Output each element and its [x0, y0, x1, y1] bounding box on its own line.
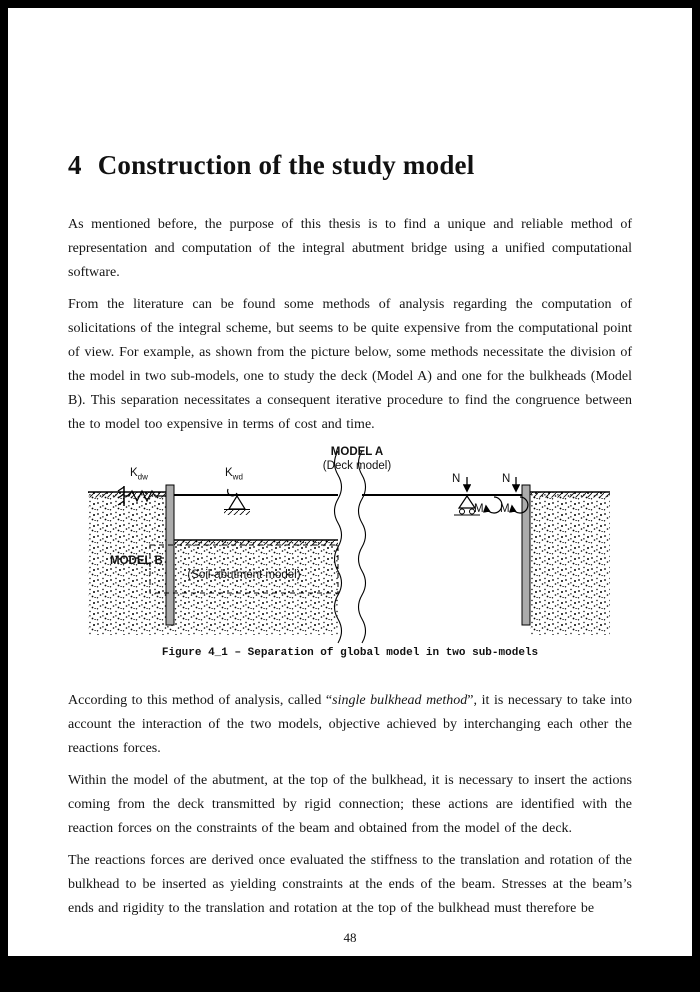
soil-abutment-model-label: (Soil-abutment model) — [187, 569, 301, 581]
n-left-label: N — [452, 473, 461, 485]
kwd-label: Kwd — [225, 467, 243, 482]
m-left-label: M — [474, 503, 484, 515]
figure: MODEL A (Deck model) Kdw Kwd N N M M MOD… — [70, 445, 630, 645]
page-number: 48 — [343, 930, 357, 945]
deck-model-label: (Deck model) — [322, 460, 392, 472]
abutment-wall-left — [165, 484, 175, 626]
paragraph-4: Within the model of the abutment, at the… — [68, 773, 632, 836]
chapter-heading: 4 Construction of the study model — [68, 150, 632, 181]
paragraph-3: According to this method of analysis, ca… — [68, 693, 632, 756]
paragraph-2: From the literature can be found some me… — [68, 297, 632, 432]
figure-diagram — [88, 450, 610, 644]
kdw-label: Kdw — [130, 467, 148, 482]
support-roller — [454, 477, 480, 516]
moment-arrows — [482, 477, 529, 514]
cut-lines — [333, 450, 367, 644]
model-b-label: MODEL B — [110, 555, 163, 567]
chapter-title: Construction of the study model — [97, 150, 475, 180]
chapter-number: 4 — [68, 150, 82, 180]
n-right-label: N — [502, 473, 511, 485]
figure-caption: Figure 4_1 – Separation of global model … — [161, 647, 539, 659]
document-page: 4 Construction of the study model As ment… — [8, 8, 692, 956]
paragraph-5: The reactions forces are derived once ev… — [68, 853, 632, 916]
abutment-wall-right — [521, 484, 531, 626]
model-b-boundary — [149, 544, 339, 594]
italic-term: single bulkhead method — [332, 693, 468, 708]
soil-right — [530, 491, 610, 635]
paragraph-1: As mentioned before, the purpose of this… — [68, 217, 632, 280]
support-kwd — [224, 488, 250, 515]
m-right-label: M — [500, 503, 510, 515]
model-a-label: MODEL A — [330, 446, 384, 458]
spring-kdw — [117, 486, 166, 506]
